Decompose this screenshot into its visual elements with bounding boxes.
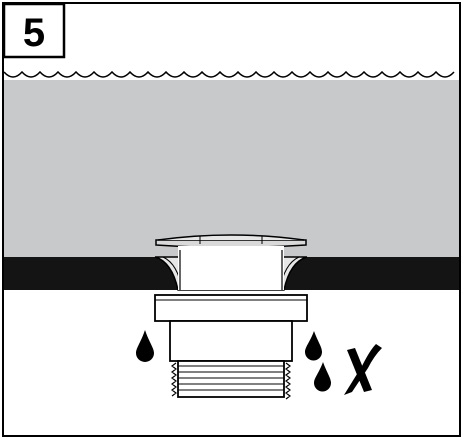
cross-mark-icon <box>344 344 382 395</box>
drain-plug-top <box>157 234 305 241</box>
water-drop-icon <box>136 330 154 362</box>
water-drop-icon <box>314 362 331 392</box>
step-badge: 5 <box>2 2 66 59</box>
drain-plug-stem-edges <box>179 250 283 290</box>
drain-body <box>169 320 293 362</box>
water-surface-waves <box>4 72 459 80</box>
drain-locknut <box>154 294 308 322</box>
water-drop-icon <box>305 331 322 361</box>
water-area <box>4 80 459 257</box>
drain-thread <box>171 360 291 400</box>
water-surface-line <box>3 70 455 78</box>
drain-plug-stem <box>178 246 284 290</box>
step-number: 5 <box>23 11 45 55</box>
